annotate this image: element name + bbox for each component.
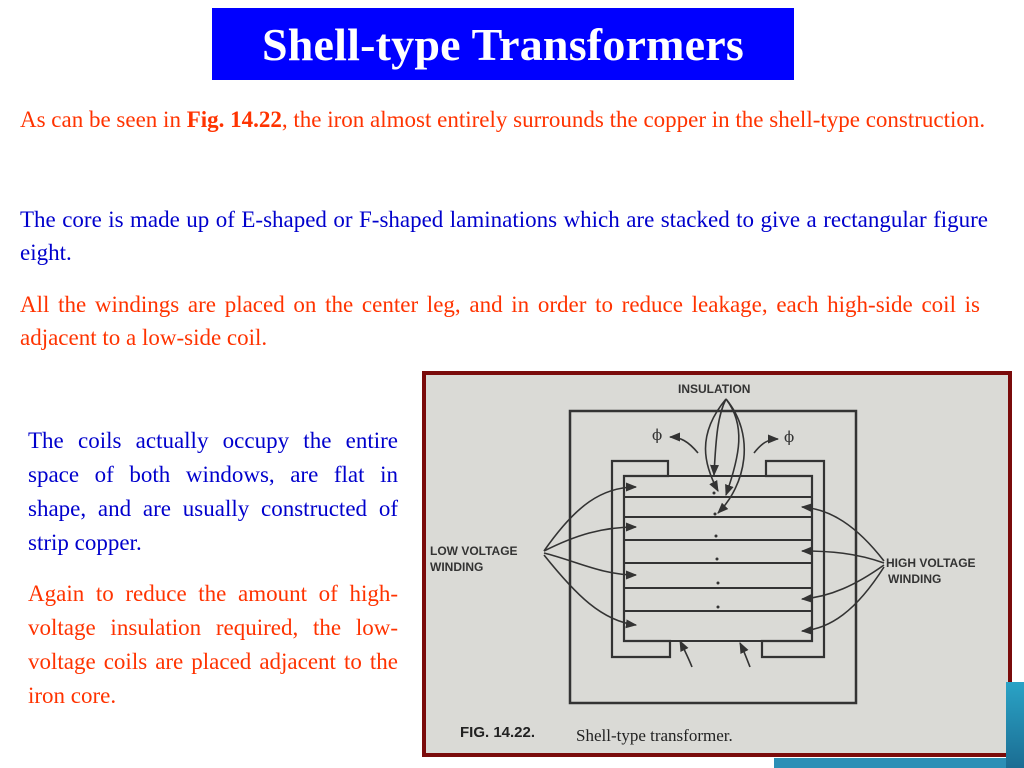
paragraph-coils: The coils actually occupy the entire spa… xyxy=(28,428,398,555)
low-voltage-line-1: LOW VOLTAGE xyxy=(430,544,518,558)
insulation-label: INSULATION xyxy=(678,382,750,396)
figure-reference: Fig. 14.22 xyxy=(186,107,282,132)
phi-left: ϕ xyxy=(652,426,662,444)
shell-transformer-diagram: INSULATION ϕ ϕ LOW VOLTAGE WINDING HIGH V… xyxy=(430,382,976,745)
high-voltage-label: HIGH VOLTAGE WINDING xyxy=(886,556,976,586)
right-window xyxy=(760,459,826,659)
title-banner: Shell-type Transformers xyxy=(212,8,794,80)
high-voltage-line-2: WINDING xyxy=(888,572,941,586)
low-voltage-label: LOW VOLTAGE WINDING xyxy=(430,544,518,574)
bottom-decoration-strip xyxy=(774,758,1006,768)
left-window xyxy=(610,459,672,659)
transformer-figure: INSULATION ϕ ϕ LOW VOLTAGE WINDING HIGH V… xyxy=(422,371,1012,757)
outer-core xyxy=(568,409,858,705)
corner-decoration xyxy=(1006,682,1024,768)
figure-caption-text: Shell-type transformer. xyxy=(576,726,733,745)
paragraph-insulation: Again to reduce the amount of high-volta… xyxy=(28,581,398,708)
paragraph-fig-reference: As can be seen in Fig. 14.22, the iron a… xyxy=(20,100,988,140)
center-dots xyxy=(712,491,720,609)
coil-stack xyxy=(624,475,812,642)
flux-arrows xyxy=(668,432,780,668)
phi-right: ϕ xyxy=(784,428,794,446)
paragraph-1-pre: As can be seen in xyxy=(20,107,187,132)
low-voltage-arrows xyxy=(543,482,638,629)
low-voltage-line-2: WINDING xyxy=(430,560,483,574)
high-voltage-arrows xyxy=(800,503,885,635)
page-title: Shell-type Transformers xyxy=(261,18,744,70)
high-voltage-line-1: HIGH VOLTAGE xyxy=(886,556,976,570)
insulation-arrows xyxy=(704,398,746,514)
paragraph-core: The core is made up of E-shaped or F-sha… xyxy=(20,207,988,265)
figure-caption-number: FIG. 14.22. xyxy=(460,724,535,741)
paragraph-windings: All the windings are placed on the cente… xyxy=(20,292,980,350)
paragraph-1-post: , the iron almost entirely surrounds the… xyxy=(281,107,986,132)
